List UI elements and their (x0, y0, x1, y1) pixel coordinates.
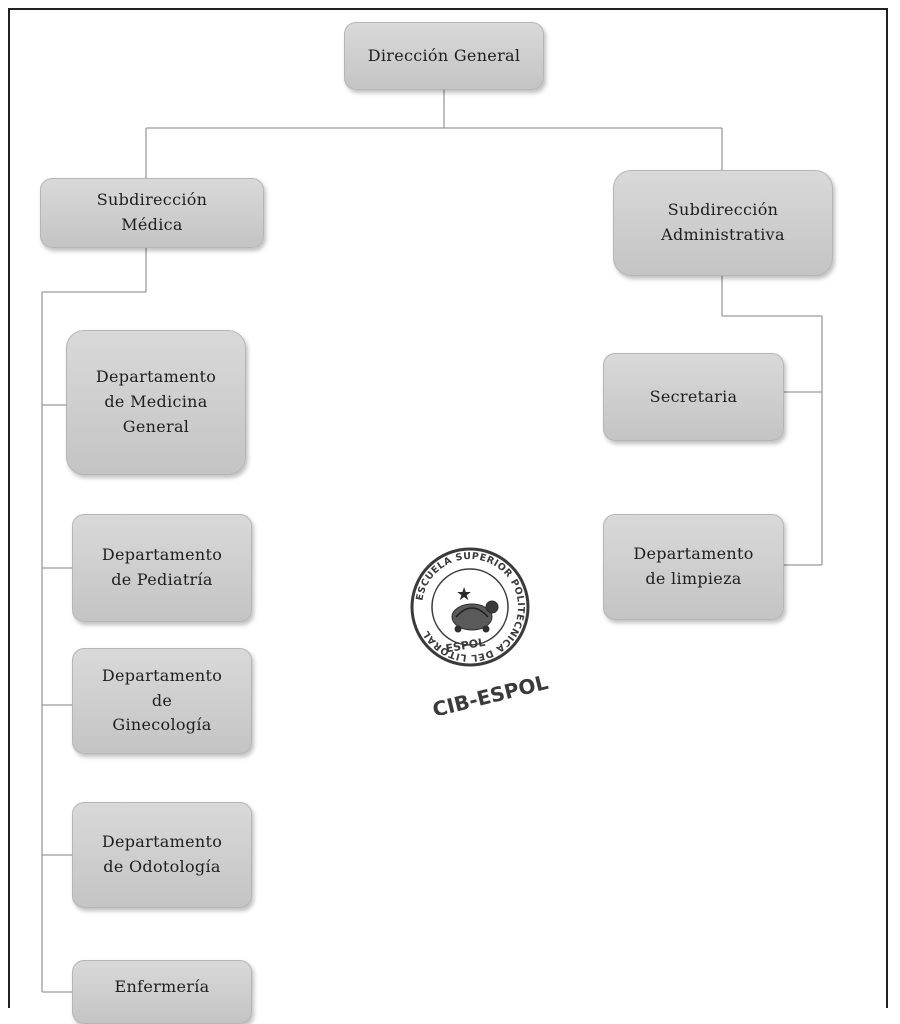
seal-caption: CIB-ESPOL (430, 670, 551, 715)
seal-inner-ring (431, 568, 509, 646)
node-departamento-medicina-general: Departamento de Medicina General (66, 330, 246, 475)
node-secretaria: Secretaria (603, 353, 784, 441)
node-departamento-ginecologia: Departamento de Ginecología (72, 648, 252, 754)
chart-frame (8, 8, 888, 1008)
node-departamento-odotologia: Departamento de Odotología (72, 802, 252, 908)
node-departamento-pediatria: Departamento de Pediatría (72, 514, 252, 622)
turtle-icon (451, 600, 499, 633)
node-enfermeria: Enfermería (72, 960, 252, 1024)
star-icon: ★ (456, 584, 472, 605)
node-subdireccion-medica: Subdirección Médica (40, 178, 264, 248)
node-departamento-limpieza: Departamento de limpieza (603, 514, 784, 620)
seal-outer-ring (410, 547, 530, 667)
node-subdireccion-administrativa: Subdirección Administrativa (613, 170, 833, 276)
node-direccion-general: Dirección General (344, 22, 544, 90)
library-seal-stamp: ESCUELA SUPERIOR POLITECNICA DEL LITORAL… (410, 547, 551, 715)
